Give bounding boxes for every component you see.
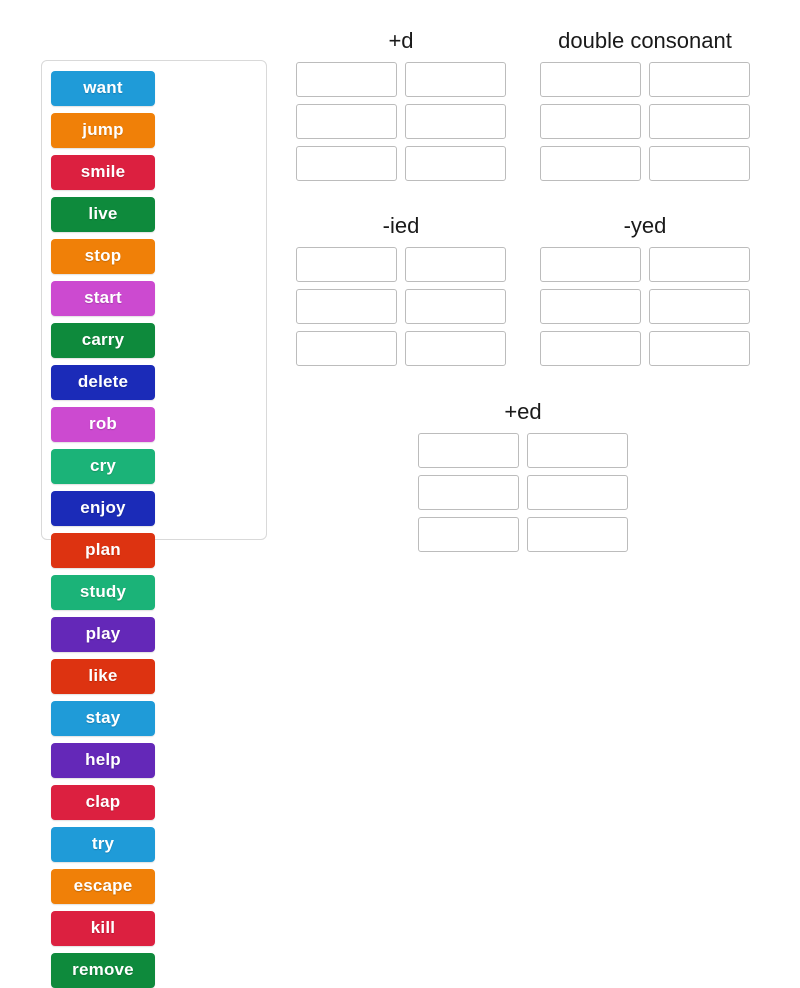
- drop-slot[interactable]: [296, 62, 397, 97]
- word-bank-panel[interactable]: want jump smile live stop start carry delete rob…: [41, 60, 267, 988]
- word-tile[interactable]: live: [51, 196, 155, 232]
- drop-slot[interactable]: [405, 289, 506, 324]
- drop-slot[interactable]: [296, 104, 397, 139]
- word-tile[interactable]: play: [51, 616, 155, 652]
- category-area: +d double consonant -ied -yed +ed: [296, 28, 776, 568]
- drop-slot[interactable]: [296, 247, 397, 282]
- drop-slot[interactable]: [405, 247, 506, 282]
- slot-grid-double-consonant: [540, 62, 750, 188]
- word-tile[interactable]: try: [51, 826, 155, 862]
- slot-grid-yed: [540, 247, 750, 373]
- category-group-plus-d: +d: [296, 28, 506, 188]
- drop-slot[interactable]: [649, 331, 750, 366]
- drop-slot[interactable]: [296, 289, 397, 324]
- category-group-yed: -yed: [540, 213, 750, 373]
- word-tile[interactable]: carry: [51, 322, 155, 358]
- drop-slot[interactable]: [527, 433, 628, 468]
- word-tile[interactable]: help: [51, 742, 155, 778]
- drop-slot[interactable]: [540, 289, 641, 324]
- drop-slot[interactable]: [405, 62, 506, 97]
- drop-slot[interactable]: [540, 62, 641, 97]
- word-tile[interactable]: smile: [51, 154, 155, 190]
- word-tile[interactable]: clap: [51, 784, 155, 820]
- word-tile[interactable]: start: [51, 280, 155, 316]
- word-tile[interactable]: stay: [51, 700, 155, 736]
- word-tile[interactable]: study: [51, 574, 155, 610]
- slot-grid-plus-ed: [418, 433, 628, 559]
- word-tile[interactable]: delete: [51, 364, 155, 400]
- drop-slot[interactable]: [405, 146, 506, 181]
- category-title-yed: -yed: [623, 213, 667, 238]
- word-tile[interactable]: cry: [51, 448, 155, 484]
- category-title-plus-d: +d: [388, 28, 414, 53]
- drop-slot[interactable]: [296, 331, 397, 366]
- drop-slot[interactable]: [649, 146, 750, 181]
- drop-slot[interactable]: [405, 104, 506, 139]
- drop-slot[interactable]: [649, 289, 750, 324]
- drop-slot[interactable]: [649, 104, 750, 139]
- drop-slot[interactable]: [418, 475, 519, 510]
- word-tile[interactable]: like: [51, 658, 155, 694]
- drop-slot[interactable]: [418, 433, 519, 468]
- drop-slot[interactable]: [527, 475, 628, 510]
- drop-slot[interactable]: [649, 247, 750, 282]
- drop-slot[interactable]: [540, 146, 641, 181]
- drop-slot[interactable]: [527, 517, 628, 552]
- word-tile[interactable]: kill: [51, 910, 155, 946]
- category-title-plus-ed: +ed: [504, 399, 542, 424]
- drop-slot[interactable]: [540, 104, 641, 139]
- slot-grid-plus-d: [296, 62, 506, 188]
- category-title-double-consonant: double consonant: [558, 28, 732, 53]
- category-group-plus-ed: +ed: [418, 399, 628, 559]
- drop-slot[interactable]: [540, 331, 641, 366]
- drop-slot[interactable]: [296, 146, 397, 181]
- word-tile[interactable]: plan: [51, 532, 155, 568]
- word-tile[interactable]: stop: [51, 238, 155, 274]
- word-tile[interactable]: rob: [51, 406, 155, 442]
- drop-slot[interactable]: [649, 62, 750, 97]
- category-group-double-consonant: double consonant: [540, 28, 750, 188]
- drop-slot[interactable]: [540, 247, 641, 282]
- word-tile[interactable]: jump: [51, 112, 155, 148]
- drop-slot[interactable]: [405, 331, 506, 366]
- word-tile[interactable]: want: [51, 70, 155, 106]
- word-tile[interactable]: escape: [51, 868, 155, 904]
- word-tile[interactable]: remove: [51, 952, 155, 988]
- slot-grid-ied: [296, 247, 506, 373]
- category-group-ied: -ied: [296, 213, 506, 373]
- drop-slot[interactable]: [418, 517, 519, 552]
- category-title-ied: -ied: [382, 213, 420, 238]
- word-tile[interactable]: enjoy: [51, 490, 155, 526]
